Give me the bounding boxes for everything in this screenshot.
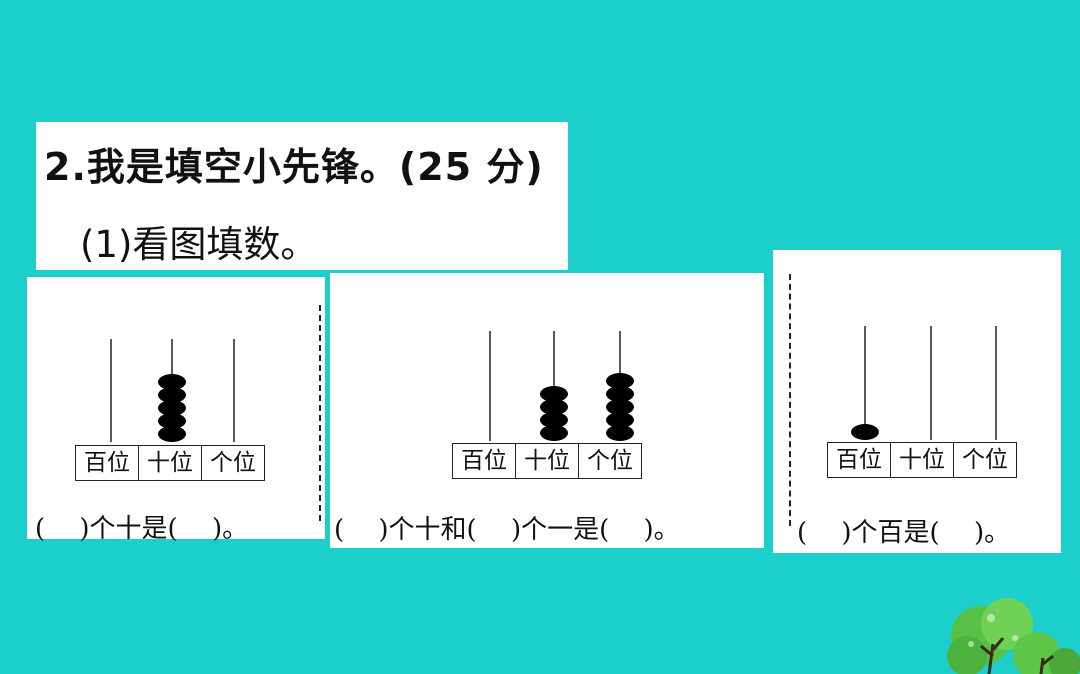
beads-hundreds [851,424,879,440]
beads-tens [158,374,186,442]
label-hundreds: 百位 [453,444,516,478]
abacus-bead [158,387,186,403]
question-title: 2.我是填空小先锋。(25 分) [44,145,544,189]
beads-ones [606,373,634,441]
divider-line [319,305,321,521]
fill-in-prompt: ( )个百是( )。 [797,518,1011,548]
abacus-bead [540,412,568,428]
abacus-bead [606,425,634,441]
label-tens: 十位 [891,443,954,477]
question-header: 2.我是填空小先锋。(25 分) (1)看图填数。 [36,122,568,270]
abacus-panel-2: 百位 十位 个位 ( )个十和( )个一是( )。 [330,273,764,548]
abacus-bead [158,426,186,442]
abacus-bead [540,425,568,441]
abacus-3 [851,326,997,440]
label-tens: 十位 [516,444,579,478]
abacus-bead [158,413,186,429]
label-ones: 个位 [587,448,633,474]
abacus-2 [489,331,634,441]
fill-in-prompt: ( )个十是( )。 [35,514,249,544]
abacus-bead [540,386,568,402]
abacus-bead [606,373,634,389]
question-subtitle: (1)看图填数。 [80,223,318,266]
label-ones: 个位 [962,447,1008,473]
abacus-bead [851,424,879,440]
fill-in-prompt: ( )个十和( )个一是( )。 [334,515,680,545]
abacus-1 [110,339,235,442]
beads-tens [540,386,568,441]
abacus-panel-1: 百位 十位 个位 ( )个十是( )。 [27,277,325,544]
abacus-bead [606,412,634,428]
label-tens: 十位 [139,446,202,480]
tree-icon [947,598,1080,674]
abacus-bead [158,374,186,390]
place-value-table: 百位 十位 个位 [452,443,642,479]
abacus-bead [540,399,568,415]
place-value-table: 百位 十位 个位 [827,442,1017,478]
abacus-bead [606,399,634,415]
label-hundreds: 百位 [76,446,139,480]
abacus-bead [606,386,634,402]
abacus-panel-3: 百位 十位 个位 ( )个百是( )。 [773,250,1061,553]
abacus-bead [158,400,186,416]
divider-line [789,274,791,526]
place-value-table: 百位 十位 个位 [75,445,265,481]
label-hundreds: 百位 [828,443,891,477]
label-ones: 个位 [210,450,256,476]
